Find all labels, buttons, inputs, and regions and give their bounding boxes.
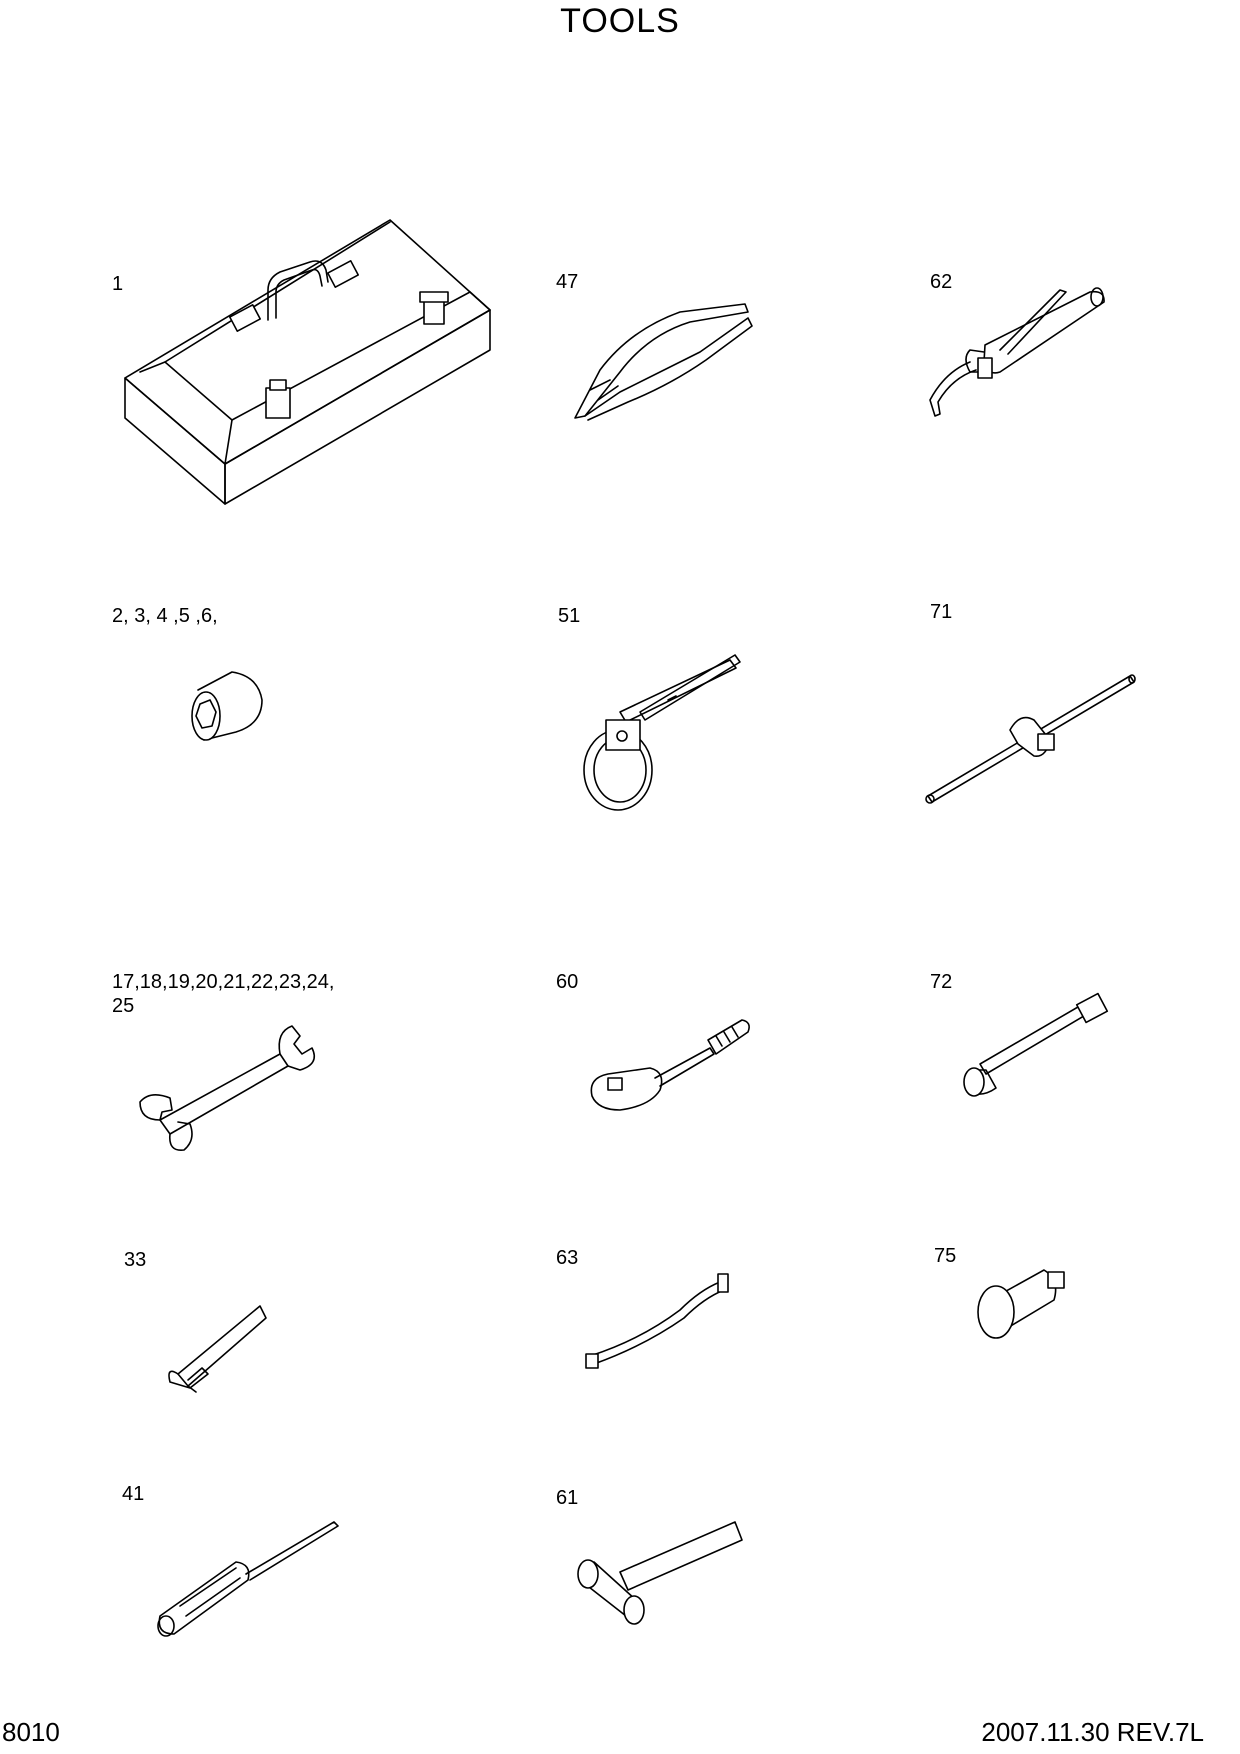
toolbox-icon [124,219,491,505]
pliers-icon [574,303,753,421]
grease-gun-icon [929,287,1105,417]
part-label-ratchet: 60 [556,971,579,993]
filter-wrench-icon [583,654,741,811]
part-label-screwdriver: 41 [122,1483,145,1505]
part-label-hammer: 61 [556,1487,579,1509]
part-label-t-handle: 71 [930,601,953,623]
t-handle-icon [925,674,1136,804]
part-label-spanner: 17,18,19,20,21,22,23,24, 25 [112,971,335,1017]
part-label-box-wrench: 72 [930,971,953,993]
part-label-tool-box: 1 [112,273,124,295]
spanner-icon [139,1025,316,1151]
part-label-hex-key: 33 [124,1249,147,1271]
box-wrench-icon [963,992,1109,1097]
part-label-adapter: 75 [934,1245,957,1267]
screwdriver-icon [157,1521,339,1637]
hex-key-icon [168,1305,267,1393]
part-label-pliers: 47 [556,271,579,293]
socket-icon [191,671,263,741]
hammer-icon [577,1521,743,1625]
ratchet-icon [590,1019,750,1111]
part-label-grease-gun: 62 [930,271,953,293]
adapter-icon [977,1269,1065,1339]
grease-hose-icon [585,1273,729,1369]
revision-stamp: 2007.11.30 REV.7L [981,1717,1204,1747]
page-title: TOOLS [560,2,680,40]
part-label-filter-wrench: 51 [558,605,581,627]
part-label-grease-hose: 63 [556,1247,579,1269]
part-label-socket: 2, 3, 4 ,5 ,6, [112,605,218,627]
page-number: 8010 [2,1717,60,1747]
